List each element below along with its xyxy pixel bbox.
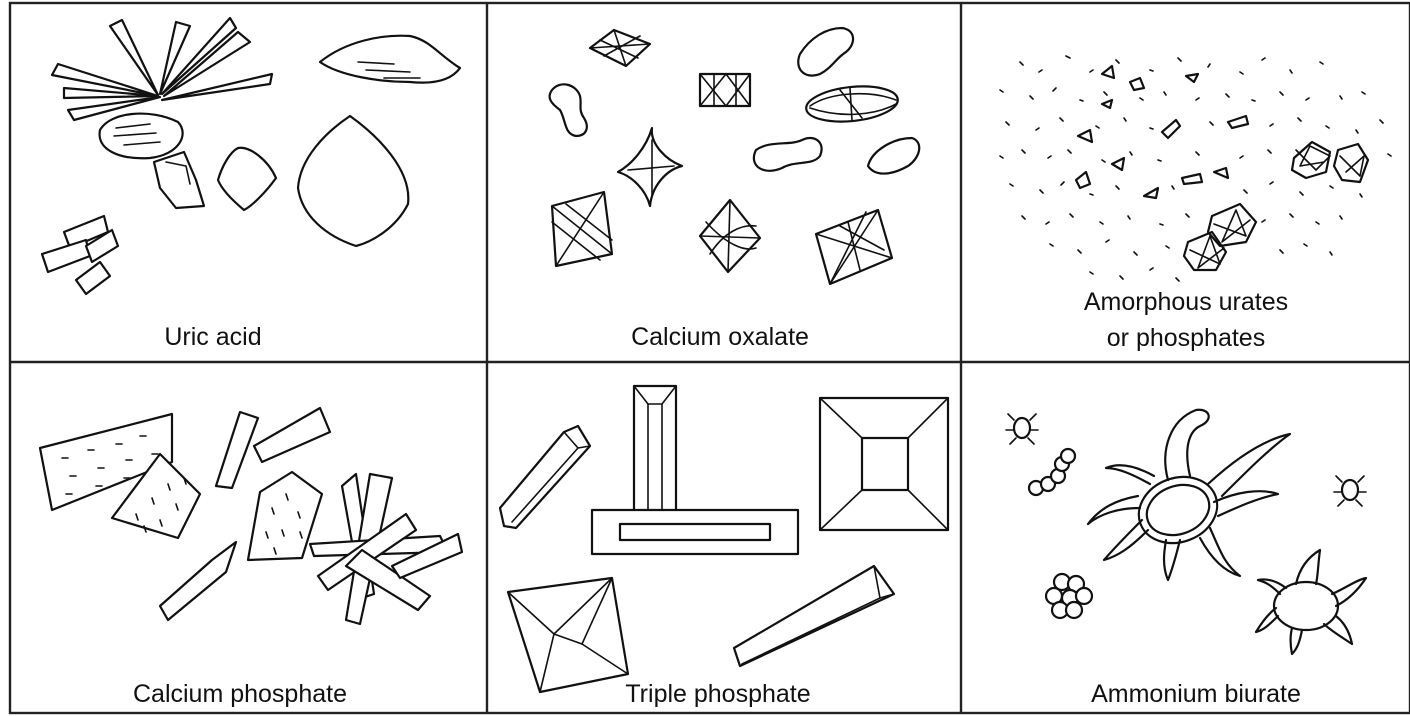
panel-grid [10, 3, 1410, 713]
calcium-phosphate-drawing [40, 408, 462, 624]
caption-uric-acid: Uric acid [164, 323, 261, 351]
caption-ammonium-biurate: Ammonium biurate [1091, 680, 1301, 708]
calcium-oxalate-drawing [550, 28, 920, 284]
caption-calcium-oxalate: Calcium oxalate [631, 323, 809, 351]
amorphous-urates-drawing [1000, 56, 1391, 281]
ammonium-biurate-drawing [1006, 410, 1366, 654]
uric-acid-drawing [42, 18, 460, 294]
triple-phosphate-drawing [500, 386, 948, 692]
caption-amorphous-urates-line2: or phosphates [1107, 324, 1265, 352]
caption-calcium-phosphate: Calcium phosphate [133, 680, 347, 708]
caption-amorphous-urates-line1: Amorphous urates [1084, 288, 1288, 316]
caption-triple-phosphate: Triple phosphate [625, 680, 810, 708]
